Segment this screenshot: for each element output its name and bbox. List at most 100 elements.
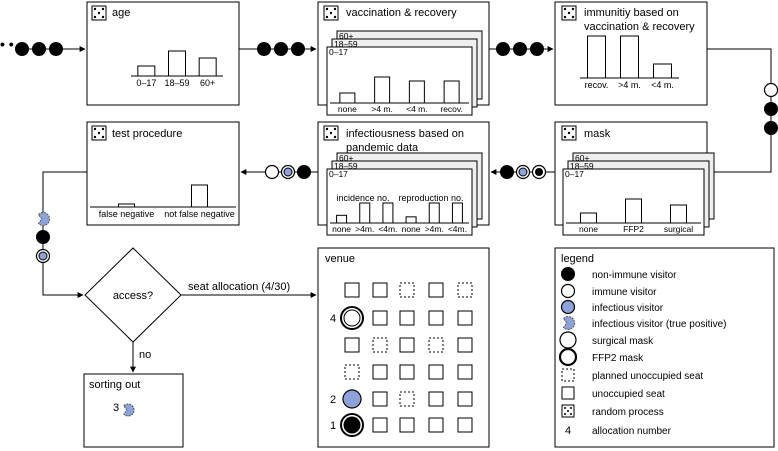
dice-pip	[325, 7, 329, 11]
bar-label: <4 m.	[406, 104, 428, 114]
dice-pip	[101, 127, 105, 131]
bar	[587, 35, 606, 79]
dashed-seat-icon	[399, 282, 415, 298]
dice-pip	[563, 7, 567, 11]
white-dot-icon	[560, 283, 576, 299]
layer-card	[326, 168, 473, 236]
layer-label: 60+	[339, 153, 353, 163]
allocation-number: 2	[330, 394, 336, 406]
bar	[339, 92, 356, 104]
black-dot-icon	[764, 121, 778, 135]
bar-label: >4 m.	[618, 80, 641, 90]
black-dot-icon	[764, 102, 778, 116]
test-title: test procedure	[112, 128, 182, 140]
seat-icon	[372, 364, 388, 380]
dice-pip	[333, 127, 337, 131]
dice-pip	[97, 11, 101, 15]
dice-pip	[571, 7, 575, 11]
seat-icon	[372, 417, 388, 433]
layer-label: 0–17	[329, 47, 348, 57]
dice-pip	[101, 7, 105, 11]
bar	[443, 80, 460, 104]
legend-label: FFP2 mask	[592, 353, 644, 364]
dice-pip	[325, 15, 329, 19]
bar-label: not false negative	[164, 209, 235, 219]
bar	[198, 57, 217, 77]
bar	[359, 202, 371, 224]
bar-label: surgical	[664, 224, 693, 234]
cut-blue-dot-icon	[37, 212, 51, 226]
number-icon: 4	[565, 425, 571, 437]
black-dot-icon	[32, 42, 46, 56]
seat-icon	[428, 364, 444, 380]
bar	[191, 184, 208, 208]
bar-label: 18–59	[164, 78, 189, 88]
arrow-to-access	[42, 171, 87, 298]
blue-dot-icon	[38, 251, 48, 261]
immunity-box: immunitiy based on vaccination & recover…	[554, 1, 708, 106]
bar	[580, 212, 597, 224]
immunity-title-line1: immunitiy based on	[584, 7, 679, 19]
layer-label: 60+	[339, 31, 353, 41]
dice-pip	[567, 410, 569, 412]
black-dot-icon	[274, 42, 288, 56]
bar	[625, 198, 642, 224]
sorting-number: 3	[113, 402, 119, 414]
dice-pip	[567, 131, 571, 135]
dashed-seat-icon	[344, 364, 360, 380]
decision-label: access?	[113, 290, 153, 302]
venue-title: venue	[325, 253, 355, 265]
bar-label: none	[579, 224, 598, 234]
black-dot-icon	[297, 165, 311, 179]
black-dot-icon	[513, 42, 527, 56]
bar	[670, 204, 687, 224]
seat-allocation-label: seat allocation (4/30)	[188, 281, 290, 293]
bar	[336, 214, 348, 224]
bar-label: none	[338, 104, 357, 114]
bar-label: >4 m.	[371, 104, 393, 114]
seat-icon	[428, 417, 444, 433]
cut-blue-dot-icon	[562, 316, 576, 330]
dashed-seat-icon	[372, 337, 388, 353]
cut-blue-dot-icon	[123, 403, 135, 417]
blue-dot-icon	[283, 167, 293, 177]
seat-icon	[428, 391, 444, 407]
vaccination-title: vaccination & recovery	[346, 7, 457, 19]
blue-dot-icon	[560, 299, 576, 315]
immunity-bar-chart: recov.>4 m.<4 m.	[580, 35, 679, 90]
dice-pip	[325, 135, 329, 139]
seat-icon	[428, 310, 444, 326]
legend-label: non-immune visitor	[592, 270, 677, 281]
black-dot-icon	[49, 42, 63, 56]
age-title: age	[112, 7, 130, 19]
layer-label: 18–59	[570, 161, 594, 171]
legend-label: allocation number	[592, 426, 672, 437]
seat-icon	[399, 337, 415, 353]
black-dot-icon	[36, 230, 50, 244]
bar-label: <4 m.	[651, 80, 674, 90]
seat-icon	[399, 417, 415, 433]
infectiousness-title-line1: infectiousness based on	[346, 128, 464, 140]
legend-label: infectious visitor (true positive)	[592, 319, 727, 330]
layer-label: 60+	[575, 153, 589, 163]
dice-pip	[333, 135, 337, 139]
access-decision: access?	[84, 247, 182, 343]
dice-pip	[571, 15, 575, 19]
legend-label: immune visitor	[592, 287, 657, 298]
dice-pip	[570, 413, 572, 415]
bar-label: >4m.	[425, 224, 444, 234]
bar-label: FFP2	[623, 224, 644, 234]
seat-icon	[428, 282, 444, 298]
legend-label: planned unoccupied seat	[592, 371, 703, 382]
seat-icon	[399, 310, 415, 326]
allocation-number: 1	[330, 420, 336, 432]
black-dot-icon	[257, 42, 271, 56]
seat-icon	[372, 391, 388, 407]
bar-label: <4m.	[378, 224, 397, 234]
